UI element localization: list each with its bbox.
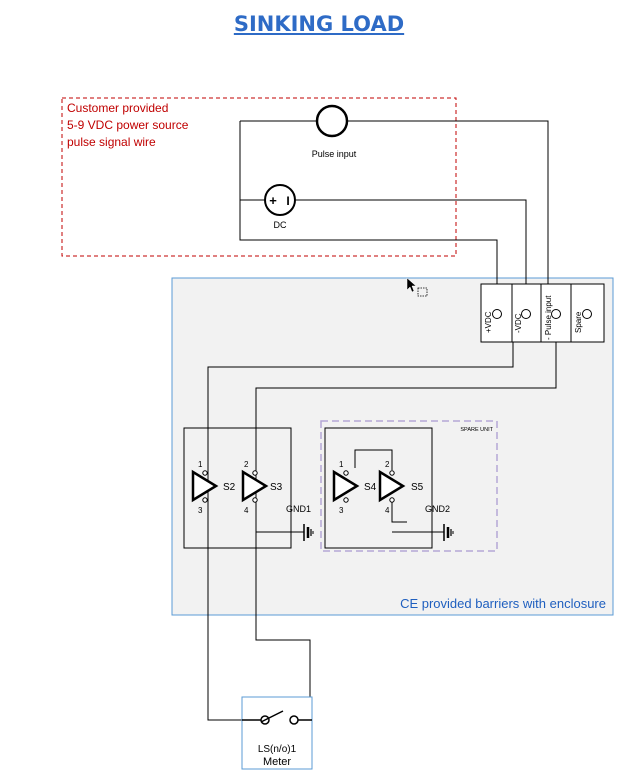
buffer-triangle-icon <box>241 469 269 503</box>
terminal-4-screw <box>582 309 592 319</box>
cursor-arrow-icon <box>406 277 428 297</box>
meter: LS(n/o)1 Meter <box>241 696 313 770</box>
enclosure-label: CE provided barriers with enclosure <box>400 596 606 611</box>
buffer-triangle-icon <box>378 469 406 503</box>
meter-line-2: Meter <box>263 756 291 768</box>
dc-label: DC <box>274 220 287 230</box>
barrier-main-pin-1: 1 <box>198 460 203 469</box>
switch-s3-label: S3 <box>270 482 283 493</box>
customer-box <box>61 97 457 257</box>
dc-source-symbol: + I DC <box>264 184 296 230</box>
barrier-spare-pin-3: 3 <box>339 506 344 515</box>
terminal-label-pulse: - Pulse input <box>544 295 553 340</box>
spare-unit-header: SPARE UNIT <box>460 427 493 433</box>
dc-plus: + <box>269 193 277 208</box>
terminal-block: +VDC -VDC - Pulse input Spare <box>480 283 605 343</box>
terminal-1-screw <box>492 309 502 319</box>
meter-line-1: LS(n/o)1 <box>258 744 297 755</box>
barrier-main-pin-3: 3 <box>198 506 203 515</box>
switch-s2-label: S2 <box>223 482 236 493</box>
ground-icon <box>303 524 314 541</box>
buffer-triangle-icon <box>332 469 360 503</box>
barrier-spare: SPARE UNIT 1 3 S4 2 4 S5 GND2 <box>320 420 498 552</box>
switch-s5-label: S5 <box>411 482 424 493</box>
customer-line-2: 5-9 VDC power source <box>67 118 189 132</box>
pulse-input-label: Pulse input <box>312 149 357 159</box>
gnd2-label: GND2 <box>425 504 450 514</box>
terminal-label-vdc-plus: +VDC <box>484 311 493 333</box>
terminal-3-screw <box>551 309 561 319</box>
barrier-main-pin-4: 4 <box>244 506 249 515</box>
terminal-2-screw <box>521 309 531 319</box>
barrier-main-pin-2: 2 <box>244 460 249 469</box>
pulse-input-symbol: Pulse input <box>312 104 357 159</box>
customer-line-1: Customer provided <box>67 101 168 115</box>
dc-minus: I <box>286 194 289 208</box>
switch-icon <box>242 710 312 725</box>
ground-icon <box>443 524 454 541</box>
barrier-spare-pin-2: 2 <box>385 460 390 469</box>
barrier-main: 1 3 S2 2 4 S3 GND1 <box>183 427 314 549</box>
terminal-label-spare: Spare <box>574 311 583 333</box>
page-title: SINKING LOAD <box>233 12 405 36</box>
terminal-label-vdc-minus: -VDC <box>514 313 523 333</box>
barrier-spare-pin-1: 1 <box>339 460 344 469</box>
gnd1-label: GND1 <box>286 504 311 514</box>
switch-s4-label: S4 <box>364 482 377 493</box>
barrier-spare-pin-4: 4 <box>385 506 390 515</box>
buffer-triangle-icon <box>191 469 219 503</box>
customer-line-3: pulse signal wire <box>67 135 156 149</box>
